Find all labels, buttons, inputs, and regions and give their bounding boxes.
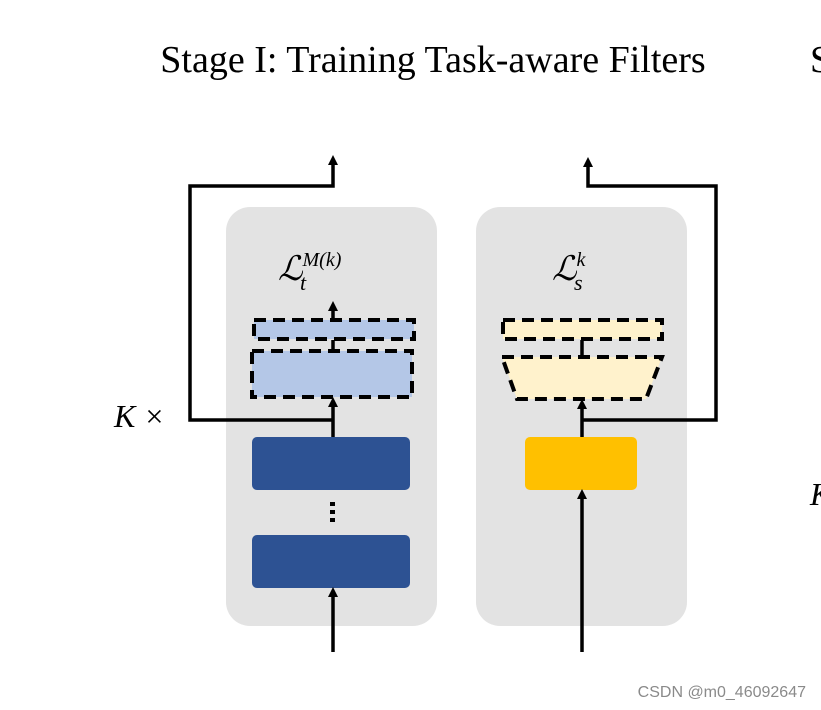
teacher-connectors bbox=[188, 155, 338, 652]
next-stage-title-fragment: S bbox=[810, 39, 821, 81]
stage-title: Stage I: Training Task-aware Filters bbox=[160, 39, 705, 81]
teacher-block-bottom bbox=[252, 535, 410, 588]
teacher-block-top bbox=[252, 437, 410, 490]
cut-right-letter: K bbox=[809, 476, 821, 512]
student-loop-arrow bbox=[582, 157, 718, 422]
watermark: CSDN @m0_46092647 bbox=[638, 684, 806, 701]
teacher-filter-upper bbox=[252, 318, 416, 341]
teacher-filter-lower bbox=[250, 349, 414, 399]
ellipsis-dots bbox=[330, 502, 335, 522]
student-filter-lower bbox=[499, 355, 665, 401]
teacher-loss-label: ℒM(k)t bbox=[278, 249, 342, 295]
k-times-label: K × bbox=[113, 398, 165, 434]
teacher-loop-arrow bbox=[188, 155, 338, 422]
student-block bbox=[525, 437, 637, 490]
student-connectors bbox=[577, 157, 718, 652]
student-filter-upper bbox=[501, 318, 664, 341]
